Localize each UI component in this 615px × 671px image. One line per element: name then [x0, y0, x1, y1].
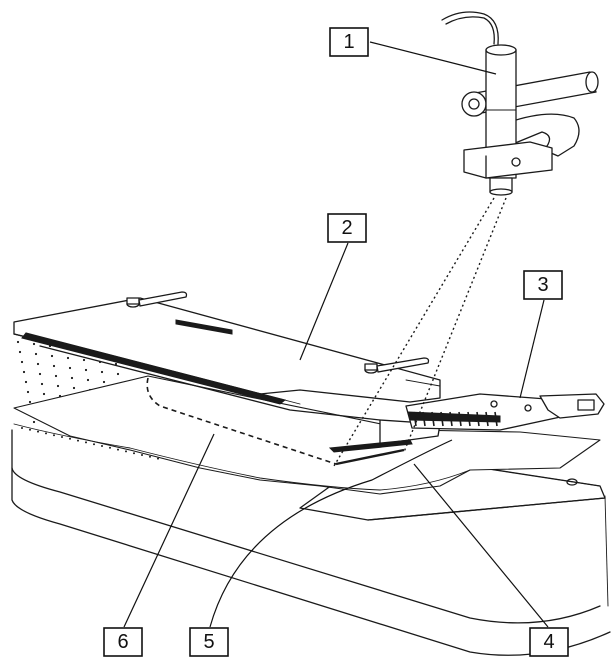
perforation-dot [38, 372, 42, 376]
perforation-dot [102, 380, 106, 384]
callout-5-label: 5 [203, 631, 214, 653]
perforation-dot [66, 356, 70, 360]
fabric-edge-dot [29, 428, 31, 431]
fabric-edge-dot [37, 430, 39, 433]
perforation-dot [20, 360, 24, 364]
comb-tooth [449, 411, 453, 427]
perforation-dot [82, 358, 86, 362]
comb-tooth [422, 411, 426, 427]
callout-6-label: 6 [117, 631, 128, 653]
fabric-edge-dot [125, 450, 127, 453]
comb-tooth [413, 411, 417, 427]
fabric-edge-dot [77, 439, 79, 442]
comb-tooth [485, 411, 489, 427]
perforation-dot [18, 350, 22, 354]
comb-tooth [440, 411, 444, 427]
callout-1-label: 1 [343, 31, 354, 53]
clamp-plate [13, 291, 441, 453]
fabric-sheet [13, 375, 601, 495]
callout-4-label: 4 [543, 631, 554, 653]
perforation-dot [56, 384, 60, 388]
fabric-edge-dot [53, 434, 55, 437]
perforation-dot [42, 392, 46, 396]
perforation-dot [72, 386, 76, 390]
callout-5: 5 [189, 627, 229, 657]
perforation-dot [26, 390, 30, 394]
needle-comb [405, 393, 605, 431]
comb-tooth [476, 411, 480, 427]
dashed-outline [146, 377, 405, 466]
fabric-edge-dot [93, 443, 95, 446]
comb-tooth [431, 411, 435, 427]
fabric-edge-dot [101, 445, 103, 447]
fabric-edge-dot [141, 454, 143, 456]
callout-6: 6 [103, 627, 143, 657]
perforation-dot [100, 370, 104, 374]
perforation-dot [34, 352, 38, 356]
fabric-edge-dot [109, 446, 111, 449]
comb-tooth [458, 411, 462, 427]
perforation-dot [70, 376, 74, 380]
perforation-dot [84, 368, 88, 372]
perforation-dot [32, 420, 36, 424]
perforation-dot [54, 374, 58, 378]
perforation-dot [52, 364, 56, 368]
callout-3-label: 3 [537, 274, 548, 296]
fabric-edge-dot [61, 436, 63, 438]
laser-beams [333, 197, 507, 467]
perforation-dot [116, 372, 120, 376]
callout-2-label: 2 [341, 217, 352, 239]
callout-2: 2 [327, 213, 367, 243]
comb-tooth [467, 411, 471, 427]
perforation-dot [32, 342, 36, 346]
perforation-dot [40, 382, 44, 386]
perforation-dot [86, 378, 90, 382]
leader-lines [123, 41, 549, 628]
callout-1: 1 [329, 27, 369, 57]
fabric-edge-dot [85, 441, 87, 444]
callout-3: 3 [523, 270, 563, 300]
perforation-dot [114, 362, 118, 366]
fabric-edge-dot [21, 427, 23, 429]
fabric-edge-dot [157, 457, 159, 460]
fabric-edge-dot [45, 432, 47, 435]
perforation-dot [16, 340, 20, 344]
perforation-dot [24, 380, 28, 384]
perforation-dot [50, 354, 54, 358]
fabric-edge-dot [69, 437, 71, 440]
fabric-edge-dot [117, 448, 119, 451]
fabric-edge-dot [133, 452, 135, 455]
perforation-dot [68, 366, 72, 370]
perforation-dot [22, 370, 26, 374]
laser-head [441, 11, 599, 196]
perforation-dot [36, 362, 40, 366]
callout-4: 4 [529, 627, 569, 657]
fabric-edge-dot [149, 455, 151, 458]
comb-tooth [494, 411, 498, 427]
perforation-dot [28, 400, 32, 404]
